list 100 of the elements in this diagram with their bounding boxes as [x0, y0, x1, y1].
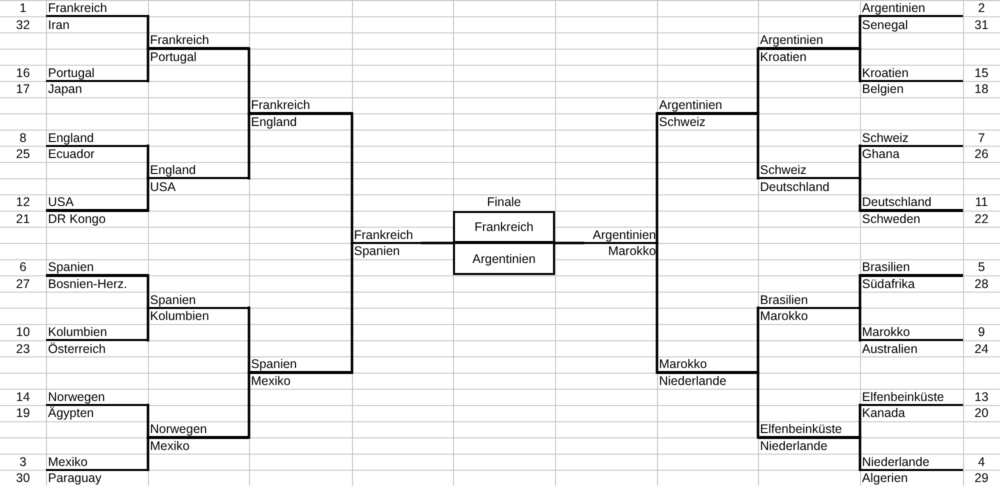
- team-name: Kanada: [862, 406, 906, 420]
- seed-number: 14: [16, 390, 30, 404]
- seed-number: 30: [16, 471, 30, 486]
- team-name: Kroatien: [760, 50, 807, 64]
- team-name: Paraguay: [48, 471, 102, 486]
- bracket-line: [248, 112, 250, 180]
- seed-number: 23: [16, 342, 30, 356]
- seed-number: 5: [978, 260, 985, 274]
- seed-number: 15: [974, 66, 988, 80]
- team-name: Argentinien: [760, 33, 824, 48]
- bracket-line: [248, 47, 250, 115]
- team-name: Mexiko: [150, 438, 190, 453]
- bracket-line: [146, 306, 150, 342]
- team-name: Elfenbeinküste: [760, 422, 842, 436]
- bracket-line: [858, 14, 862, 50]
- bracket-line: [858, 404, 862, 439]
- team-name: Portugal: [48, 66, 95, 80]
- seed-number: 24: [974, 342, 988, 356]
- team-name: Ecuador: [48, 147, 95, 162]
- seed-number: 18: [974, 82, 988, 96]
- bracket-line: [756, 371, 760, 439]
- seed-number: 26: [974, 147, 988, 162]
- seed-number: 10: [16, 325, 30, 339]
- bracket-line: [350, 242, 354, 374]
- team-name: Norwegen: [150, 422, 207, 436]
- team-name: Deutschland: [760, 180, 830, 194]
- seed-number: 20: [974, 406, 988, 420]
- seed-number: 4: [978, 454, 985, 469]
- bracket-line: [756, 47, 760, 115]
- team-name: Marokko: [659, 357, 707, 372]
- team-name: Frankreich: [150, 33, 210, 48]
- team-name: Schweiz: [862, 130, 909, 145]
- team-name: Bosnien-Herz.: [48, 276, 128, 291]
- bracket-line: [858, 306, 862, 342]
- seed-number: 22: [974, 212, 988, 226]
- bracket-line: [858, 436, 862, 472]
- team-name: Kolumbien: [48, 325, 108, 339]
- seed-number: 28: [974, 276, 988, 291]
- seed-number: 31: [974, 18, 988, 32]
- seed-number: 32: [16, 18, 30, 32]
- team-name: Schweiz: [659, 114, 706, 129]
- team-name: Südafrika: [862, 276, 915, 291]
- seed-number: 12: [16, 195, 30, 210]
- team-name: Deutschland: [862, 195, 932, 210]
- team-name: Brasilien: [760, 292, 808, 307]
- team-name: Frankreich: [354, 228, 414, 242]
- bracket-line: [248, 371, 250, 439]
- bracket-line: [756, 306, 760, 374]
- seed-number: 6: [20, 260, 26, 274]
- team-name: Elfenbeinküste: [862, 390, 944, 404]
- bracket-line: [554, 242, 584, 244]
- team-name: Kroatien: [862, 66, 909, 80]
- team-name: Marokko: [608, 244, 656, 258]
- bracket-line: [146, 404, 150, 439]
- seed-number: 7: [978, 130, 985, 145]
- team-name: Belgien: [862, 82, 904, 96]
- seed-number: 1: [20, 1, 26, 15]
- team-name: Argentinien: [659, 98, 722, 112]
- team-name: Portugal: [150, 50, 197, 64]
- bracket-line: [858, 176, 862, 212]
- team-name: Niederlande: [760, 438, 828, 453]
- team-name: Senegal: [862, 18, 908, 32]
- bracket-line: [350, 112, 354, 244]
- team-name: Norwegen: [48, 390, 105, 404]
- team-name: Marokko: [862, 325, 910, 339]
- seed-number: 13: [974, 390, 988, 404]
- team-name: Argentinien: [592, 228, 656, 242]
- team-name: Frankreich: [251, 98, 310, 112]
- seed-number: 21: [16, 212, 30, 226]
- seed-number: 11: [975, 195, 988, 210]
- team-name: England: [48, 130, 94, 145]
- team-name: Spanien: [48, 260, 94, 274]
- bracket-line: [858, 274, 862, 310]
- seed-number: 2: [978, 1, 985, 15]
- team-name: Frankreich: [48, 1, 108, 15]
- seed-number: 9: [978, 325, 985, 339]
- team-name: Niederlande: [659, 374, 726, 388]
- bracket-line: [146, 274, 150, 310]
- team-name: Argentinien: [862, 1, 926, 15]
- team-name: Ägypten: [48, 406, 94, 420]
- team-name: Spanien: [150, 292, 196, 307]
- bracket-line: [756, 112, 760, 180]
- seed-number: 16: [16, 66, 30, 80]
- bracket-line: [858, 47, 862, 82]
- team-name: Spanien: [251, 357, 297, 372]
- bracket-line: [858, 144, 862, 180]
- team-name: DR Kongo: [48, 212, 106, 226]
- team-name: USA: [48, 195, 74, 210]
- team-name: Brasilien: [862, 260, 910, 274]
- seed-number: 17: [16, 82, 30, 96]
- team-name: England: [150, 163, 196, 177]
- seed-number: 25: [16, 147, 30, 162]
- seed-number: 8: [20, 130, 26, 145]
- bracket-line: [146, 47, 150, 82]
- team-name: Ghana: [862, 147, 900, 162]
- team-name: Schweiz: [760, 163, 807, 177]
- team-name: Mexiko: [48, 454, 88, 469]
- bracket-line: [248, 306, 250, 374]
- bracket-line: [146, 14, 150, 50]
- team-name: USA: [150, 180, 176, 194]
